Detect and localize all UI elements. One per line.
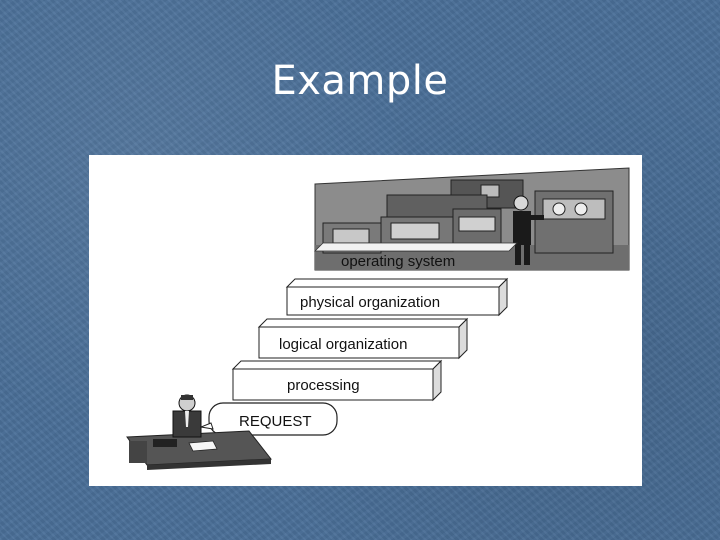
- step-label-operating-system: operating system: [341, 253, 455, 270]
- request-label: REQUEST: [239, 413, 312, 430]
- step-label-logical-organization: logical organization: [279, 336, 407, 353]
- diagram-figure: operating system physical organization l…: [89, 155, 642, 486]
- staircase-diagram: operating system physical organization l…: [126, 167, 630, 470]
- step-processing: processing: [231, 359, 443, 402]
- step-logical-organization: logical organization: [257, 317, 469, 360]
- step-operating-system: operating system: [314, 242, 518, 270]
- person-at-desk-illustration: [126, 394, 272, 470]
- slide-title: Example: [271, 58, 449, 104]
- request-bubble: REQUEST: [199, 402, 338, 436]
- step-physical-organization: physical organization: [285, 277, 509, 317]
- step-label-physical-organization: physical organization: [300, 294, 440, 311]
- step-label-processing: processing: [287, 377, 360, 394]
